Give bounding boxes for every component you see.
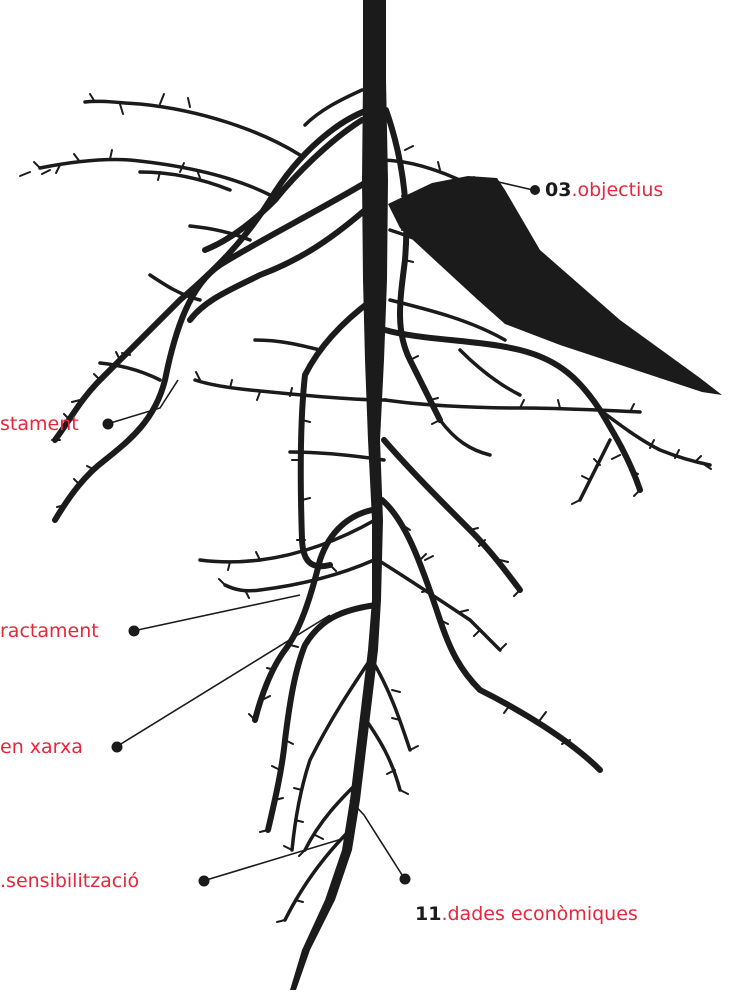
dot-sensibilitzacio[interactable]	[199, 876, 210, 887]
dot-dades[interactable]	[400, 874, 411, 885]
label-xarxa-text: en xarxa	[0, 736, 83, 758]
root-branch	[580, 440, 610, 500]
root-left-low	[255, 510, 372, 720]
label-assentament-text: stament	[0, 413, 79, 435]
label-sensibilitzacio[interactable]: .sensibilització	[0, 870, 139, 892]
label-impacte-text: ractament	[0, 620, 99, 642]
root-right-low	[382, 500, 600, 770]
root-branch	[460, 350, 520, 395]
root-branch	[255, 340, 320, 350]
root-right-upper	[386, 110, 440, 420]
root-branch	[392, 690, 418, 750]
root-branch	[200, 520, 375, 562]
label-sensibilitzacio-text: .sensibilització	[0, 870, 139, 892]
root-branch	[612, 440, 711, 496]
root-branch	[196, 372, 292, 400]
label-objectius[interactable]: 03.objectius	[545, 179, 663, 201]
leader-assentament	[107, 380, 178, 424]
root-branch	[225, 560, 374, 591]
label-impacte[interactable]: ractament	[0, 620, 99, 642]
label-xarxa[interactable]: en xarxa	[0, 736, 83, 758]
label-dades-num: 11	[415, 903, 441, 925]
root-branch	[40, 159, 270, 195]
dot-impacte[interactable]	[129, 626, 140, 637]
label-dades-text: .dades econòmiques	[441, 903, 637, 925]
label-assentament[interactable]: stament	[0, 413, 79, 435]
root-right-mid	[384, 440, 520, 590]
leader-xarxa	[116, 615, 330, 747]
leader-impacte	[133, 595, 300, 631]
dot-xarxa[interactable]	[112, 742, 123, 753]
root-branch	[366, 720, 400, 790]
root-branch	[440, 420, 490, 455]
label-objectius-text: .objectius	[571, 179, 663, 201]
dot-assentament[interactable]	[103, 419, 114, 430]
root-branch	[85, 101, 300, 155]
dot-objectius[interactable]	[530, 185, 540, 195]
root-branch	[378, 560, 500, 650]
major-roots	[55, 110, 640, 830]
label-dades[interactable]: 11.dades econòmiques	[415, 903, 638, 925]
label-objectius-num: 03	[545, 179, 571, 201]
